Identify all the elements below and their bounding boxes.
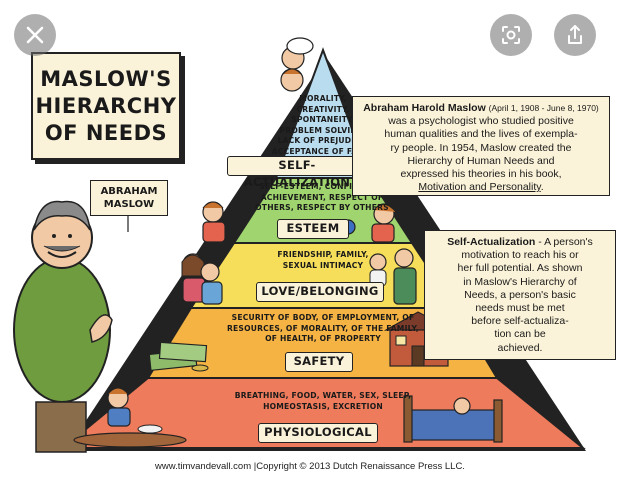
bio-line-2: human qualities and the lives of exempla… [384,128,578,141]
bio-dates: (April 1, 1908 - June 8, 1970) [488,103,599,113]
definition-line-3: in Maslow's Hierarchy of [463,275,577,288]
copyright-footer: www.timvandevall.com |Copyright © 2013 D… [155,461,465,472]
portrait-label-line-2: MASLOW [103,199,155,210]
title-panel: MASLOW'S HIERARCHY OF NEEDS [31,52,181,160]
bio-panel: Abraham Harold Maslow (April 1, 1908 - J… [352,96,610,196]
visual-search-button[interactable] [490,14,532,56]
bio-line-4: Hierarchy of Human Needs and [407,154,555,167]
bio-line-1: was a psychologist who studied positive [388,115,574,128]
level-safety-label: SAFETY [285,352,353,372]
share-button[interactable] [554,14,596,56]
portrait-label: ABRAHAM MASLOW [90,180,168,216]
definition-line-6: before self-actualiza- [471,315,569,328]
level-physiological-label: PHYSIOLOGICAL [258,423,378,443]
bio-line-3: ry people. In 1954, Maslow created the [390,141,572,154]
definition-line-8: achieved. [497,341,543,354]
physiological-eating-illustration [73,387,187,448]
bio-line-5: expressed his theories in his book, [400,168,562,181]
title-line-2: HIERARCHY [35,93,177,118]
esteem-people-illustration [202,201,397,243]
level-love-label: LOVE/BELONGING [256,282,384,302]
bio-book-suffix: . [540,181,544,194]
definition-first-line: - A person's [535,236,593,248]
share-icon [568,25,582,44]
close-button[interactable] [14,14,56,56]
title-line-1: MASLOW'S [40,66,172,91]
level-physiological-text: BREATHING, FOOD, WATER, SEX, SLEEP,HOMEO… [234,391,412,411]
definition-line-7: tion can be [494,328,546,341]
physiological-sleeping-illustration [403,395,503,443]
portrait-label-line-1: ABRAHAM [100,186,158,197]
level-esteem-label: ESTEEM [277,219,349,239]
definition-line-2: her full potential. As shown [457,262,583,275]
safety-money-illustration [148,341,209,372]
close-icon [26,26,44,44]
self-actualization-person-illustration [280,37,314,92]
definition-line-4: Needs, a person's basic [464,288,576,301]
definition-term: Self-Actualization [447,236,536,248]
level-self-actualization-text: MORALITY,CREATIVITY,SPONTANEITY, PROBLEM… [271,94,375,156]
level-esteem-text: SELF-ESTEEM, CONFIDENCE,ACHIEVEMENT, RES… [255,182,389,212]
level-love-text: FRIENDSHIP, FAMILY,SEXUAL INTIMACY [277,250,369,270]
maslow-figure-illustration [13,200,113,453]
bio-book-title: Motivation and Personality [418,181,541,194]
definition-line-5: needs must be met [475,302,565,315]
definition-panel: Self-Actualization - A person's motivati… [424,230,616,360]
bio-name: Abraham Harold Maslow [363,102,486,114]
level-self-actualization-label: SELF-ACTUALIZATION [227,156,367,189]
title-line-3: OF NEEDS [44,120,168,145]
definition-line-1: motivation to reach his or [461,249,579,262]
lens-icon [502,26,520,44]
